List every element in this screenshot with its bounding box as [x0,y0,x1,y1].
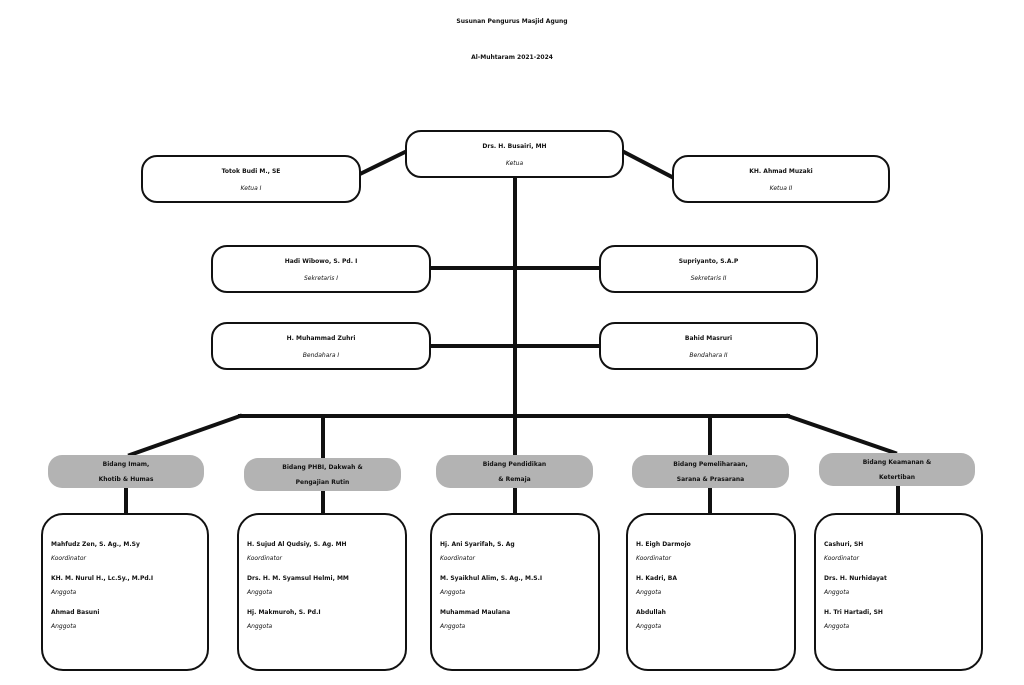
member-name: Drs. H. Nurhidayat [824,575,887,582]
division-label-line: Sarana & Prasarana [676,476,745,483]
member-name: M. Syaikhul Alim, S. Ag., M.S.I [440,575,543,582]
bendahara-2-role: Bendahara II [689,352,728,359]
member-name: H. Sujud Al Qudsiy, S. Ag. MH [247,541,347,548]
member-role: Koordinator [51,555,86,562]
ketua-1-name: Totok Budi M., SE [221,168,281,175]
node-bendahara-2: Bahid Masruri Bendahara II [599,322,818,370]
member-role: Anggota [247,589,273,596]
sekretaris-2-name: Supriyanto, S.A.P [678,258,739,265]
member-item: Cashuri, SH Koordinator [824,537,975,565]
title-line-1: Susunan Pengurus Masjid Agung [456,18,568,25]
member-role: Anggota [51,589,77,596]
bendahara-1-role: Bendahara I [302,352,340,359]
member-role: Anggota [440,589,466,596]
division-label-line: Bidang Pemeliharaan, [673,461,748,468]
node-sekretaris-1: Hadi Wibowo, S. Pd. I Sekretaris I [211,245,431,293]
member-name: H. Tri Hartadi, SH [824,609,883,616]
division-label-line: Ketertiban [878,474,916,481]
sekretaris-2-role: Sekretaris II [690,275,727,282]
division-label-imam: Bidang Imam, Khotib & Humas [48,455,204,488]
sekretaris-1-role: Sekretaris I [303,275,339,282]
division-label-line: Bidang Imam, [102,461,150,468]
bendahara-1-name: H. Muhammad Zuhri [286,335,356,342]
member-item: H. Tri Hartadi, SH Anggota [824,605,975,633]
division-label-line: Bidang Pendidikan [482,461,547,468]
member-item: M. Syaikhul Alim, S. Ag., M.S.I Anggota [440,571,592,599]
member-role: Koordinator [824,555,859,562]
member-role: Anggota [51,623,77,630]
member-role: Anggota [636,589,662,596]
member-role: Koordinator [440,555,475,562]
member-name: Ahmad Basuni [51,609,100,616]
member-name: Hj. Ani Syarifah, S. Ag [440,541,515,548]
division-label-phbi: Bidang PHBI, Dakwah & Pengajian Rutin [244,458,401,491]
member-name: H. Eigh Darmojo [636,541,691,548]
member-role: Anggota [824,589,850,596]
division-label-line: Pengajian Rutin [295,479,350,486]
division-members-pendidikan: Hj. Ani Syarifah, S. Ag Koordinator M. Sy… [430,513,600,671]
sekretaris-1-name: Hadi Wibowo, S. Pd. I [284,258,358,265]
member-name: Cashuri, SH [824,541,864,548]
node-sekretaris-2: Supriyanto, S.A.P Sekretaris II [599,245,818,293]
division-label-pendidikan: Bidang Pendidikan & Remaja [436,455,593,488]
line-bus-left [127,413,243,458]
division-members-keamanan: Cashuri, SH Koordinator Drs. H. Nurhidaya… [814,513,983,671]
member-name: Abdullah [636,609,666,616]
member-name: H. Kadri, BA [636,575,677,582]
line-ketua1 [357,149,408,177]
division-label-line: & Remaja [498,476,531,483]
member-item: Hj. Ani Syarifah, S. Ag Koordinator [440,537,592,565]
member-name: KH. M. Nurul H., Lc.Sy., M.Pd.I [51,575,154,582]
division-label-pemeliharaan: Bidang Pemeliharaan, Sarana & Prasarana [632,455,789,488]
member-role: Anggota [636,623,662,630]
member-item: H. Sujud Al Qudsiy, S. Ag. MH Koordinator [247,537,399,565]
member-item: KH. M. Nurul H., Lc.Sy., M.Pd.I Anggota [51,571,201,599]
division-label-line: Bidang PHBI, Dakwah & [282,464,363,471]
ketua-2-name: KH. Ahmad Muzaki [749,168,813,175]
member-role: Anggota [440,623,466,630]
member-role: Koordinator [247,555,282,562]
member-item: Hj. Makmuroh, S. Pd.I Anggota [247,605,399,633]
node-ketua-1: Totok Budi M., SE Ketua I [141,155,361,203]
member-name: Drs. H. M. Syamsul Helmi, MM [247,575,349,582]
ketua-role: Ketua [505,160,524,167]
member-role: Anggota [247,623,273,630]
member-name: Muhammad Maulana [440,609,511,616]
member-item: Drs. H. M. Syamsul Helmi, MM Anggota [247,571,399,599]
division-members-phbi: H. Sujud Al Qudsiy, S. Ag. MH Koordinator… [237,513,407,671]
line-ketua2 [621,149,675,180]
member-name: Mahfudz Zen, S. Ag., M.Sy [51,541,140,548]
member-name: Hj. Makmuroh, S. Pd.I [247,609,321,616]
node-bendahara-1: H. Muhammad Zuhri Bendahara I [211,322,431,370]
ketua-2-role: Ketua II [769,185,793,192]
chart-title: Susunan Pengurus Masjid Agung Al-Muhtara… [0,4,1024,76]
division-label-keamanan: Bidang Keamanan & Ketertiban [819,453,975,486]
member-role: Koordinator [636,555,671,562]
line-bus-right [785,413,898,456]
node-ketua-2: KH. Ahmad Muzaki Ketua II [672,155,890,203]
bendahara-2-name: Bahid Masruri [684,335,733,342]
title-line-2: Al-Muhtaram 2021-2024 [471,54,553,61]
division-label-line: Khotib & Humas [98,476,154,483]
member-role: Anggota [824,623,850,630]
division-label-line: Bidang Keamanan & [862,459,932,466]
node-ketua: Drs. H. Busairi, MH Ketua [405,130,624,178]
ketua-name: Drs. H. Busairi, MH [482,143,547,150]
ketua-1-role: Ketua I [240,185,262,192]
member-item: H. Kadri, BA Anggota [636,571,788,599]
